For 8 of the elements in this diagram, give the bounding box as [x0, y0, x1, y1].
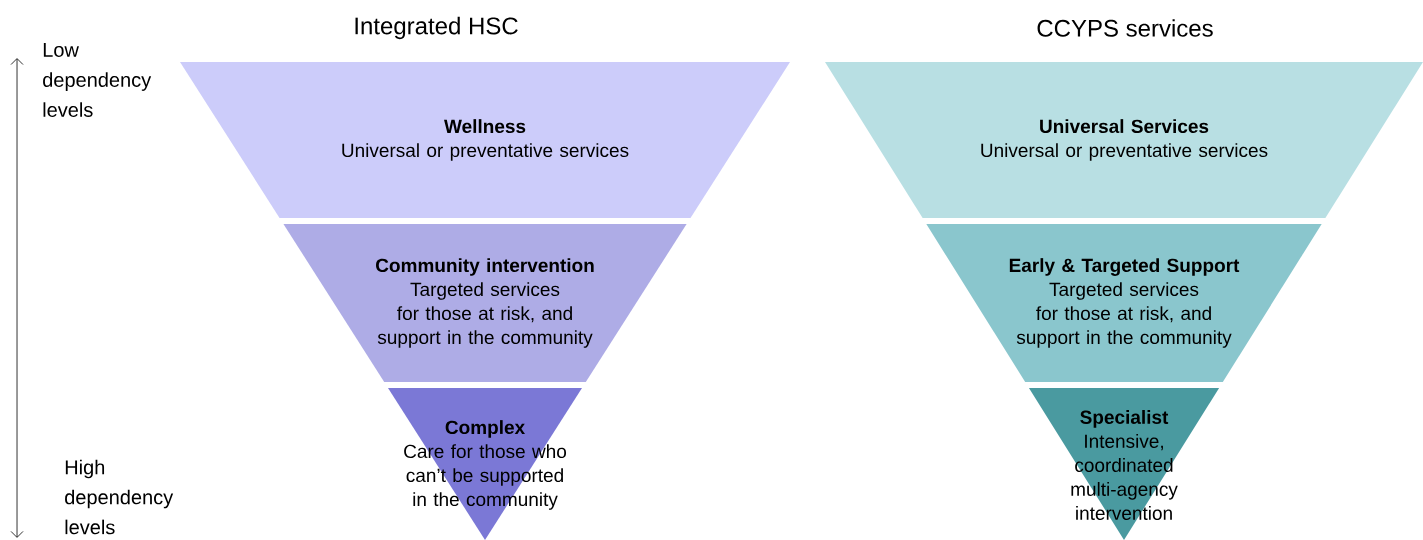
column-heading: CCYPS services — [1037, 19, 1213, 37]
axis-label: Low dependency levels — [43, 43, 152, 117]
column-heading: Integrated HSC — [355, 16, 518, 40]
band-segment: Early & Targeted Support Targeted services for those at risk, and support in the community — [926, 224, 1322, 382]
band-segment: Wellness Universal or preventative services — [180, 62, 790, 218]
band-segment: Universal Services Universal or preventative services — [825, 62, 1423, 218]
axis-label: High dependency levels — [65, 459, 174, 535]
band-segment: Community intervention Targeted services for those at risk, and support in the community — [283, 224, 687, 382]
